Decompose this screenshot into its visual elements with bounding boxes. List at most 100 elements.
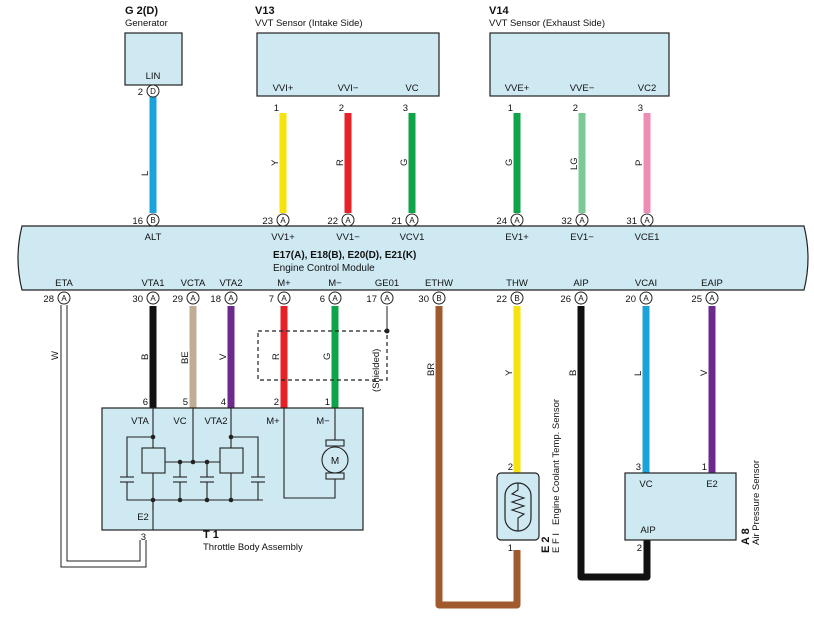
v14-terminal-vc2: VC2 <box>638 83 656 94</box>
ecm-top-conn-alt: B <box>150 216 155 225</box>
v14-pin-2: 2 <box>573 103 578 114</box>
wire-code-g-top: G <box>399 159 410 166</box>
ecm-terminal-vta2: VTA2 <box>219 278 242 289</box>
wire-code-g-mminus: G <box>322 353 333 360</box>
ecm-bot-pin-vcta <box>186 291 200 305</box>
ecm-terminal-vcai: VCAI <box>635 278 657 289</box>
wire-code-br: BR <box>426 363 437 376</box>
ecm-bot-conn-vcai: A <box>643 294 649 303</box>
ecm-bot-pin-ge01 <box>380 291 394 305</box>
ecm-bottom-pins: A 28 A 30 A 29 A 18 A 7 A 6 A 17 B 30 B … <box>43 291 719 305</box>
ecm-bot-pin-aip <box>574 291 588 305</box>
ecm-bot-pin-eaip <box>705 291 719 305</box>
coolant-name: E F I Engine Coolant Temp. Sensor <box>551 399 562 553</box>
ecm-box <box>17 225 809 291</box>
ecm-bot-conn-m-plus: A <box>281 294 287 303</box>
ecm-top-pin-vv1-plus <box>276 213 290 227</box>
v13-box <box>256 32 440 97</box>
throttle-name: Throttle Body Assembly <box>203 542 303 553</box>
ecm-top-conn-vce1: A <box>644 216 650 225</box>
wire-code-p-top: P <box>634 160 645 166</box>
throttle-pin-6: 6 <box>143 397 148 408</box>
wire-ethw <box>435 306 521 609</box>
ecm-terminal-vce1: VCE1 <box>635 232 660 243</box>
throttle-terminal-m-minus: M− <box>316 416 330 427</box>
ecm-top-pin-vv1-minus <box>341 213 355 227</box>
upper-wires <box>149 97 651 213</box>
ecm-top-pinno-vce1: 31 <box>626 216 637 227</box>
wire-code-y-thw: Y <box>504 369 515 376</box>
generator-name: Generator <box>125 18 168 29</box>
v14-id: V14 <box>489 5 509 17</box>
wire-code-b-vta1: B <box>140 354 151 360</box>
v13-pin-1: 1 <box>274 103 279 114</box>
gen-pin-number: 2 <box>138 87 143 98</box>
coolant-sensor-box <box>496 472 540 541</box>
v13-terminal-vc: VC <box>405 83 418 94</box>
ecm-bot-pin-m-minus <box>328 291 342 305</box>
ecm-terminal-eaip: EAIP <box>701 278 723 289</box>
ecm-bot-pinno-m-minus: 6 <box>320 294 325 305</box>
ecm-bot-conn-ethw: B <box>436 294 441 303</box>
upper-wire-codes: L Y R G G LG P <box>140 157 645 176</box>
throttle-id: T 1 <box>203 529 219 541</box>
v13-id: V13 <box>255 5 275 17</box>
ecm-bot-pin-m-plus <box>277 291 291 305</box>
ecm-top-pin-ev1-plus <box>510 213 524 227</box>
ecm-bot-pinno-eaip: 25 <box>691 294 702 305</box>
ecm-bot-pinno-aip: 26 <box>560 294 571 305</box>
a8-terminal-vc: VC <box>639 479 652 490</box>
wire-code-g2-top: G <box>504 159 515 166</box>
ecm-bot-pinno-ethw: 30 <box>418 294 429 305</box>
coolant-pin-1: 1 <box>508 543 513 554</box>
wire-code-v-eaip: V <box>699 369 710 376</box>
wire-eta-b <box>66 305 141 562</box>
ecm-terminal-vv1-minus: VV1− <box>336 232 360 243</box>
throttle-terminal-m-plus: M+ <box>266 416 280 427</box>
ecm-top-pin-ev1-minus <box>575 213 589 227</box>
throttle-terminal-vta: VTA <box>131 416 149 427</box>
a8-terminal-e2: E2 <box>706 479 718 490</box>
wire-code-lg-top: LG <box>569 157 580 170</box>
a8-pin-2: 2 <box>637 543 642 554</box>
a8-name: Air Pressure Sensor <box>751 460 762 545</box>
ecm-terminal-eta: ETA <box>55 278 73 289</box>
ecm-bot-conn-eaip: A <box>709 294 715 303</box>
wire-code-l-vcai: L <box>633 371 644 376</box>
wire-aip <box>577 306 651 581</box>
wire-code-v-vta2: V <box>218 353 229 360</box>
throttle-sensor-circuit <box>120 408 265 530</box>
throttle-terminal-vc: VC <box>173 416 186 427</box>
ecm-bot-pinno-ge01: 17 <box>366 294 377 305</box>
wire-code-w: W <box>50 351 61 360</box>
throttle-terminal-e2: E2 <box>137 512 149 523</box>
wire-code-y-top: Y <box>270 159 281 166</box>
lower-wires <box>60 305 716 609</box>
wire-code-l-top: L <box>140 171 151 176</box>
throttle-pin-4: 4 <box>221 397 226 408</box>
ecm-bot-pin-vta2 <box>224 291 238 305</box>
ecm-bot-pin-thw <box>510 291 524 305</box>
generator-id: G 2(D) <box>125 5 158 17</box>
ecm-top-pins: B 16 A 23 A 22 A 21 A 24 A 32 A 31 <box>132 213 654 227</box>
throttle-pin-5: 5 <box>183 397 188 408</box>
ecm-bot-pinno-eta: 28 <box>43 294 54 305</box>
ecm-bot-pinno-vcai: 20 <box>625 294 636 305</box>
ecm-bot-conn-ge01: A <box>384 294 390 303</box>
ecm-bot-conn-vta2: A <box>228 294 234 303</box>
lower-wire-codes: W B BE V R G BR Y B L V <box>50 351 710 376</box>
v13-pin-2: 2 <box>339 103 344 114</box>
ecm-top-pinno-ev1-plus: 24 <box>496 216 507 227</box>
ecm-bot-pinno-vta2: 18 <box>210 294 221 305</box>
shield-label: (Shielded) <box>371 349 382 392</box>
ecm-bot-conn-eta: A <box>61 294 67 303</box>
ecm-terminal-ev1-minus: EV1− <box>570 232 594 243</box>
v13-component: V13 VVT Sensor (Intake Side) VVI+ VVI− V… <box>255 5 440 97</box>
throttle-motor-circuit <box>283 408 349 499</box>
wire-code-be: BE <box>180 351 191 364</box>
ecm-terminal-m-plus: M+ <box>277 278 291 289</box>
throttle-terminal-vta2: VTA2 <box>204 416 227 427</box>
ecm-top-pinno-alt: 16 <box>132 216 143 227</box>
air-pressure-sensor-box <box>624 472 737 541</box>
ecm-id: E17(A), E18(B), E20(D), E21(K) <box>273 250 416 261</box>
